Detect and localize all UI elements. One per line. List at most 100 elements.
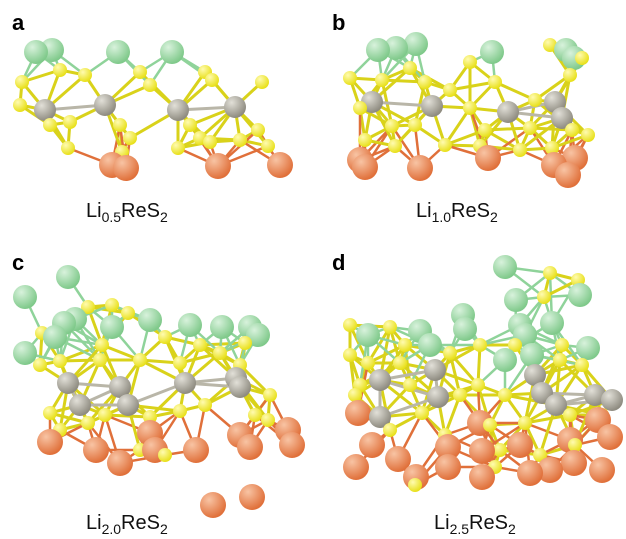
sulfur-atom [563,408,577,422]
sulfur-atom [193,338,207,352]
sulfur-atom [388,139,402,153]
sulfur-atom [383,320,397,334]
caption-d: Li2.5ReS2 [434,512,516,537]
rhenium-atom [584,384,606,406]
sulfur-atom [343,318,357,332]
rhenium-atom [57,372,79,394]
sulfur-atom [205,73,219,87]
lithium-atom [493,255,517,279]
sulfur-atom [508,338,522,352]
sulfur-atom [453,388,467,402]
lithium-atom-lower [359,432,385,458]
caption-c-mid: ReS [121,512,160,534]
bond [58,343,104,363]
lithium-atom [568,283,592,307]
panel-b-letter: b [332,10,346,35]
sulfur-atom [238,336,252,350]
sulfur-atom [418,75,432,89]
bond [533,73,572,102]
lithium-atom-lower [343,454,369,480]
sulfur-atom [488,75,502,89]
lithium-atom [13,285,37,309]
lithium-atom-lower [589,457,615,483]
caption-b-sub2: 2 [489,209,498,225]
sulfur-atom [343,348,357,362]
caption-b-pre: Li [416,200,432,222]
sulfur-atom [343,71,357,85]
sulfur-atom [133,353,147,367]
lithium-atom-lower [279,432,305,458]
lithium-atom-lower [561,450,587,476]
sulfur-atom [15,75,29,89]
caption-d-mid: ReS [469,512,508,534]
caption-d-sub1: 2.5 [449,521,470,537]
sulfur-atom [93,353,107,367]
caption-a-sub1: 0.5 [101,209,122,225]
lithium-atom [576,336,600,360]
sulfur-atom [403,61,417,75]
lithium-atom-lower [407,155,433,181]
sulfur-atom [471,378,485,392]
lithium-atom [453,317,477,341]
sulfur-atom [581,128,595,142]
sulfur-atom [203,135,217,149]
rhenium-atom [421,95,443,117]
lithium-atom [356,323,380,347]
lithium-atom-lower [239,484,265,510]
caption-b-sub1: 1.0 [431,209,452,225]
structure-b [343,32,595,188]
lithium-atom [504,288,528,312]
sulfur-atom [545,141,559,155]
sulfur-atom [443,83,457,97]
sulfur-atom [393,356,407,370]
rhenium-atom [109,376,131,398]
bond [443,106,472,147]
sulfur-atom [398,338,412,352]
rhenium-atom [69,394,91,416]
lithium-atom [100,315,124,339]
sulfur-atom [575,51,589,65]
sulfur-atom [565,123,579,137]
sulfur-atom [473,338,487,352]
lithium-atom [24,40,48,64]
sulfur-atom [173,356,187,370]
lithium-atom [246,323,270,347]
sulfur-atom [261,139,275,153]
bond [448,351,462,397]
rhenium-atom [601,389,623,411]
caption-b: Li1.0ReS2 [416,200,498,225]
lithium-atom [384,36,408,60]
structure-a [13,38,293,181]
lithium-atom [178,313,202,337]
rhenium-atom [424,359,446,381]
structure-c [13,265,305,518]
sulfur-atom [563,68,577,82]
lithium-atom-lower [537,457,563,483]
sulfur-atom [61,141,75,155]
lithium-atom-lower [183,437,209,463]
sulfur-atom [248,408,262,422]
sulfur-atom [408,478,422,492]
rhenium-atom [497,101,519,123]
sulfur-atom [53,63,67,77]
bond [448,351,480,387]
lithium-atom-lower [507,432,533,458]
lithium-atom [210,315,234,339]
sulfur-atom [358,133,372,147]
lithium-atom [404,32,428,56]
lithium-atom [160,40,184,64]
sulfur-atom [493,443,507,457]
sulfur-atom [575,358,589,372]
sulfur-atom [255,75,269,89]
lithium-atom [493,348,517,372]
sulfur-atom [443,346,457,360]
sulfur-atom [415,406,429,420]
lithium-atom-lower [83,437,109,463]
sulfur-atom [533,448,547,462]
lithium-atom-lower [237,434,263,460]
panel-a-letter: a [12,10,25,35]
rhenium-atom [117,394,139,416]
lithium-atom [480,40,504,64]
lithium-atom-lower [385,446,411,472]
rhenium-atom [229,376,251,398]
